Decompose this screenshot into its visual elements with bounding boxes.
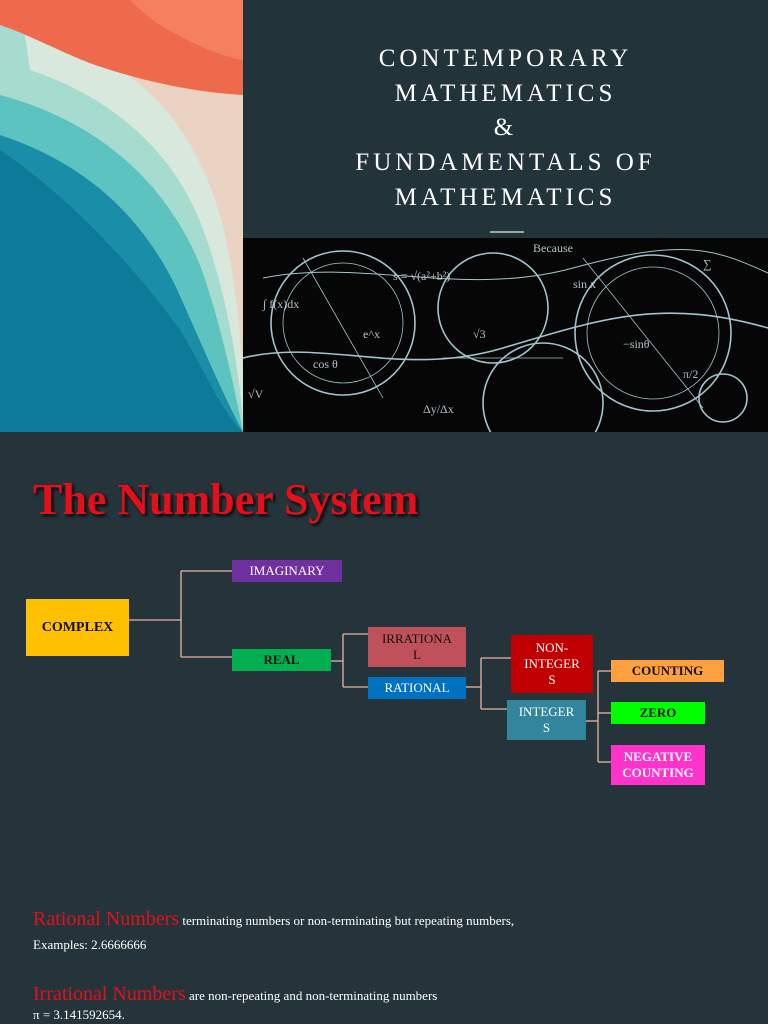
- chalk-formula: ∑: [703, 257, 712, 271]
- chalk-formula: √V: [248, 387, 264, 401]
- title-divider: [490, 231, 524, 233]
- rational-definition: Rational Numbers terminating numbers or …: [33, 908, 514, 931]
- rational-example: Examples: 2.6666666: [33, 937, 147, 952]
- title-line-1: CONTEMPORARY: [378, 45, 633, 72]
- zero-node: ZERO: [611, 702, 705, 724]
- irrational-definition: Irrational Numbers are non-repeating and…: [33, 983, 437, 1006]
- chalk-formula: e^x: [363, 327, 380, 341]
- real-node: REAL: [232, 649, 331, 671]
- imaginary-node: IMAGINARY: [232, 560, 342, 582]
- chalk-formula: Δy/Δx: [423, 402, 454, 416]
- chalk-formula: −sinθ: [623, 337, 650, 351]
- non-integers-node: NON- INTEGER S: [511, 635, 593, 693]
- title-line-3: &: [493, 114, 518, 141]
- title-line-4: FUNDAMENTALS OF: [355, 149, 656, 176]
- chalk-formula: s = √(a²+b²): [393, 269, 450, 283]
- title-line-5: MATHEMATICS: [394, 184, 617, 211]
- slide-title: The Number System: [33, 475, 419, 524]
- irrational-example: π = 3.141592654.: [33, 1007, 125, 1022]
- decorative-wave-art: [0, 0, 243, 432]
- diagram-connectors: [129, 570, 611, 763]
- rational-term: Rational Numbers: [33, 908, 180, 930]
- counting-node: COUNTING: [611, 660, 724, 682]
- integers-node: INTEGER S: [507, 700, 586, 740]
- number-system-slide: The Number System COMPLEX IMAGINARY REAL…: [0, 432, 768, 1024]
- chalk-formula: Because: [533, 241, 573, 255]
- chalk-formula: π/2: [683, 367, 698, 381]
- irrational-node: IRRATIONA L: [368, 627, 466, 667]
- title-slide: CONTEMPORARY MATHEMATICS & FUNDAMENTALS …: [0, 0, 768, 432]
- irrational-description: are non-repeating and non-terminating nu…: [188, 988, 438, 1003]
- rational-node: RATIONAL: [368, 677, 466, 699]
- irrational-term: Irrational Numbers: [33, 983, 186, 1005]
- chalkboard-math-image: Because ∫ f(x)dx s = √(a²+b²) cos θ sin …: [243, 238, 768, 432]
- chalk-formula: sin x: [573, 277, 596, 291]
- rational-description: terminating numbers or non-terminating b…: [182, 913, 515, 928]
- chalk-formula: √3: [473, 327, 486, 341]
- complex-node: COMPLEX: [26, 599, 129, 656]
- title-line-2: MATHEMATICS: [394, 80, 617, 107]
- chalk-formula: ∫ f(x)dx: [262, 297, 299, 311]
- negative-counting-node: NEGATIVE COUNTING: [611, 745, 705, 785]
- chalk-formula: cos θ: [313, 357, 338, 371]
